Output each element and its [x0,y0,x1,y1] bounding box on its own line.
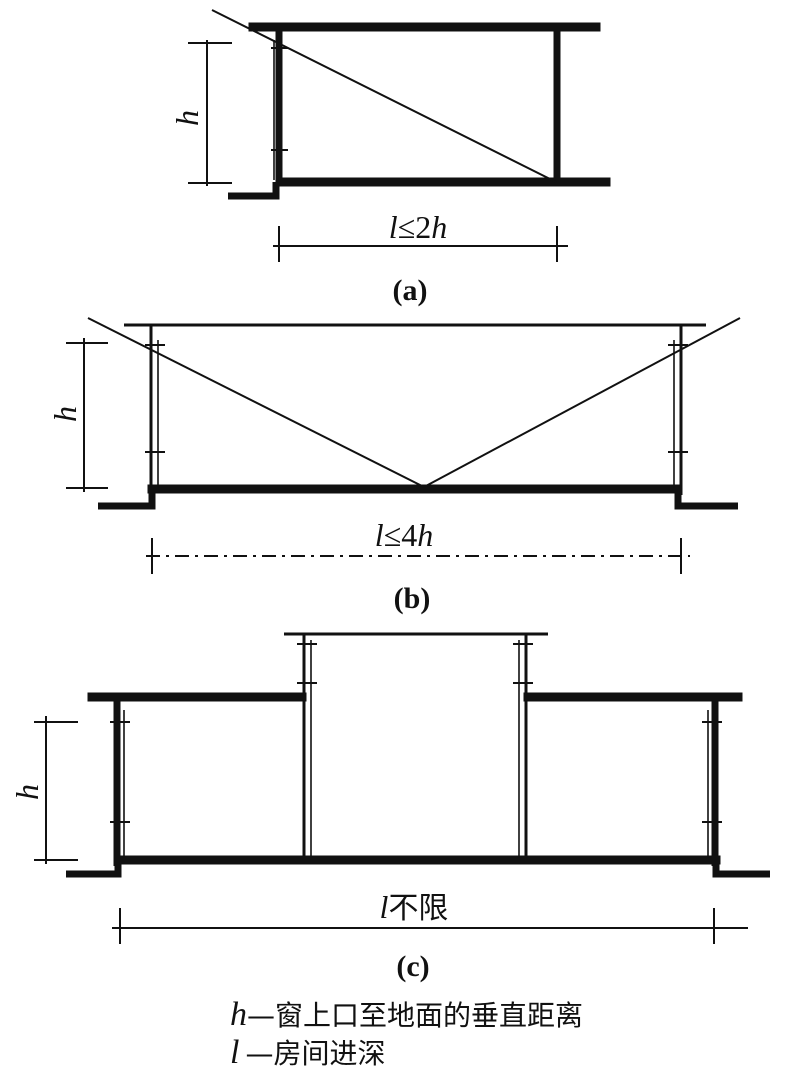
caption-c: (c) [396,950,429,983]
right-wall-c [712,860,770,878]
left-wall-b [98,489,156,510]
figure-b: h l≤4h (b) [47,317,741,615]
daylight-line-left-b [87,317,425,488]
height-label-b: h [47,406,83,422]
legend: h—窗上口至地面的垂直距离 l—房间进深 [230,996,583,1071]
legend-h: h—窗上口至地面的垂直距离 [230,996,583,1033]
legend-l: l—房间进深 [230,1034,385,1071]
figure-a: h l≤2h (a) [169,9,611,307]
left-wall-a [228,182,280,200]
height-label-a: h [169,110,205,126]
daylight-line-a [211,9,557,183]
daylight-line-right-b [423,317,741,488]
height-label-c: h [9,784,45,800]
left-wall-c [66,860,122,878]
caption-a: (a) [393,274,428,307]
span-label-b: l≤4h [375,517,433,553]
caption-b: (b) [394,582,431,615]
figure-c: h l不限 (c) [9,632,770,983]
span-label-c: l不限 [380,889,449,926]
span-label-a: l≤2h [389,209,447,245]
right-wall-b [674,489,738,510]
